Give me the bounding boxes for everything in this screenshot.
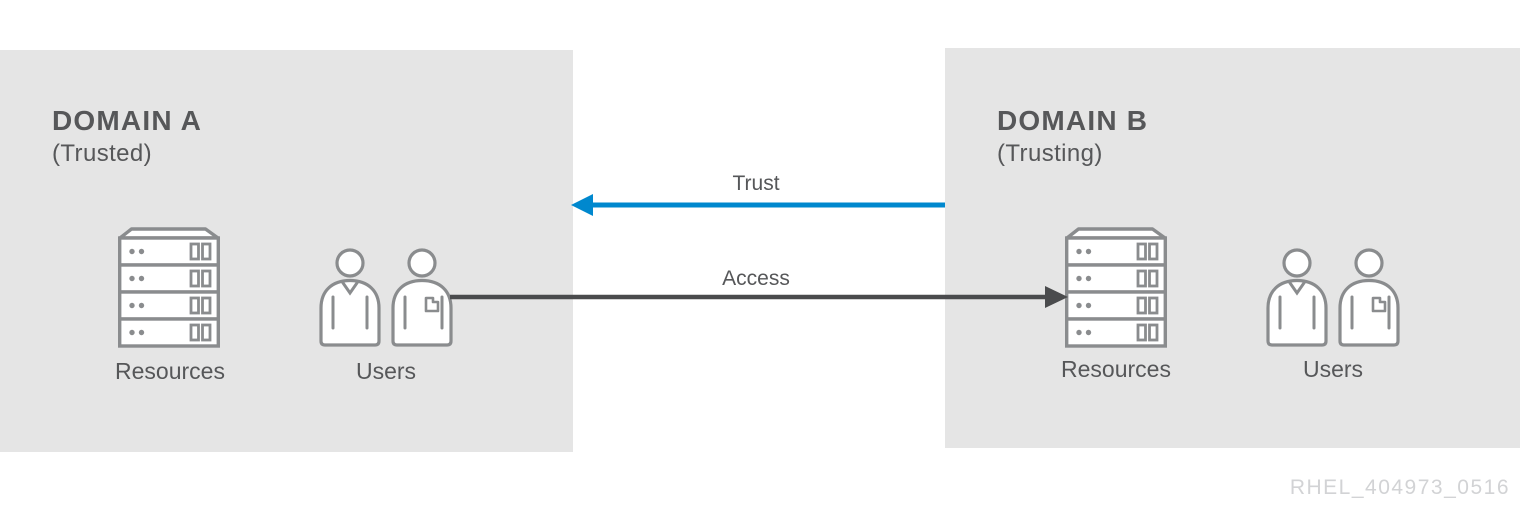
- access-arrow-label: Access: [722, 267, 790, 290]
- trust-arrow: [571, 194, 945, 216]
- access-arrow: [450, 286, 1068, 308]
- users-label: Users: [1302, 356, 1364, 382]
- domain-b-panel: [945, 48, 1520, 448]
- server-stack-icon: [118, 227, 220, 353]
- users-label: Users: [355, 358, 417, 384]
- domain-a-subtitle: (Trusted): [52, 140, 153, 167]
- domain-b-title: DOMAIN B: [997, 105, 1149, 136]
- server-stack-icon: [1065, 227, 1167, 353]
- resources-label: Resources: [1061, 356, 1171, 382]
- resources-label: Resources: [115, 358, 225, 384]
- watermark-text: RHEL_404973_0516: [1289, 476, 1510, 499]
- users-icon: [1262, 248, 1404, 353]
- domain-b-subtitle: (Trusting): [997, 140, 1103, 167]
- domain-a-title: DOMAIN A: [52, 105, 203, 136]
- users-icon: [315, 248, 457, 353]
- domain-a-panel: [0, 50, 573, 452]
- trust-arrow-label: Trust: [732, 172, 780, 195]
